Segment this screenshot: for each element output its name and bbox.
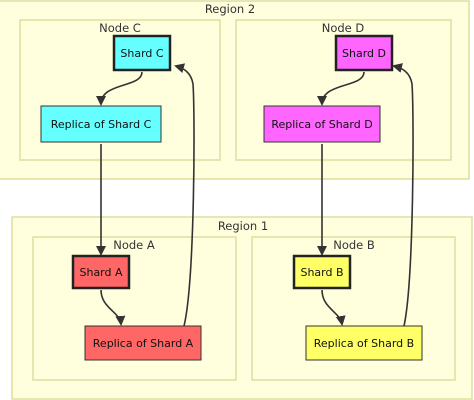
edge-shard-b-to-replica-b bbox=[321, 289, 346, 326]
node-b-label: Node B bbox=[333, 238, 375, 252]
shard-c-box bbox=[112, 34, 172, 72]
region-1-label: Region 1 bbox=[218, 219, 268, 233]
replica-a: Replica of Shard A bbox=[84, 325, 202, 361]
shard-a: Shard A bbox=[71, 254, 131, 290]
replica-b-label: Replica of Shard B bbox=[314, 337, 414, 350]
replica-c-label: Replica of Shard C bbox=[51, 118, 152, 131]
replica-a-label: Replica of Shard A bbox=[93, 337, 194, 350]
replica-b-box bbox=[305, 325, 423, 361]
shard-a-box bbox=[71, 254, 131, 290]
shard-c-label: Shard C bbox=[120, 47, 164, 60]
shard-d: Shard D bbox=[334, 34, 394, 72]
shard-b-label: Shard B bbox=[300, 266, 343, 279]
region-2-label: Region 2 bbox=[205, 2, 255, 16]
shard-c: Shard C bbox=[112, 34, 172, 72]
edge-shard-c-to-replica-c bbox=[96, 71, 143, 106]
replica-b: Replica of Shard B bbox=[305, 325, 423, 361]
edge-replica-b-to-shard-d bbox=[392, 63, 414, 327]
shard-d-box bbox=[334, 34, 394, 72]
node-a-label: Node A bbox=[113, 238, 155, 252]
replica-c-box bbox=[40, 105, 162, 143]
replica-d-box bbox=[263, 105, 381, 143]
shard-b-box bbox=[292, 254, 352, 290]
replica-d-label: Replica of Shard D bbox=[271, 118, 372, 131]
replica-a-box bbox=[84, 325, 202, 361]
shard-d-label: Shard D bbox=[342, 47, 386, 60]
replica-c: Replica of Shard C bbox=[40, 105, 162, 143]
edge-shard-d-to-replica-d bbox=[317, 71, 365, 106]
shard-b: Shard B bbox=[292, 254, 352, 290]
node-c-label: Node C bbox=[99, 21, 141, 35]
node-d-label: Node D bbox=[322, 21, 365, 35]
edge-replica-a-to-shard-c bbox=[174, 63, 195, 327]
replica-d: Replica of Shard D bbox=[263, 105, 381, 143]
shard-a-label: Shard A bbox=[79, 266, 123, 279]
edge-shard-a-to-replica-a bbox=[100, 289, 126, 326]
